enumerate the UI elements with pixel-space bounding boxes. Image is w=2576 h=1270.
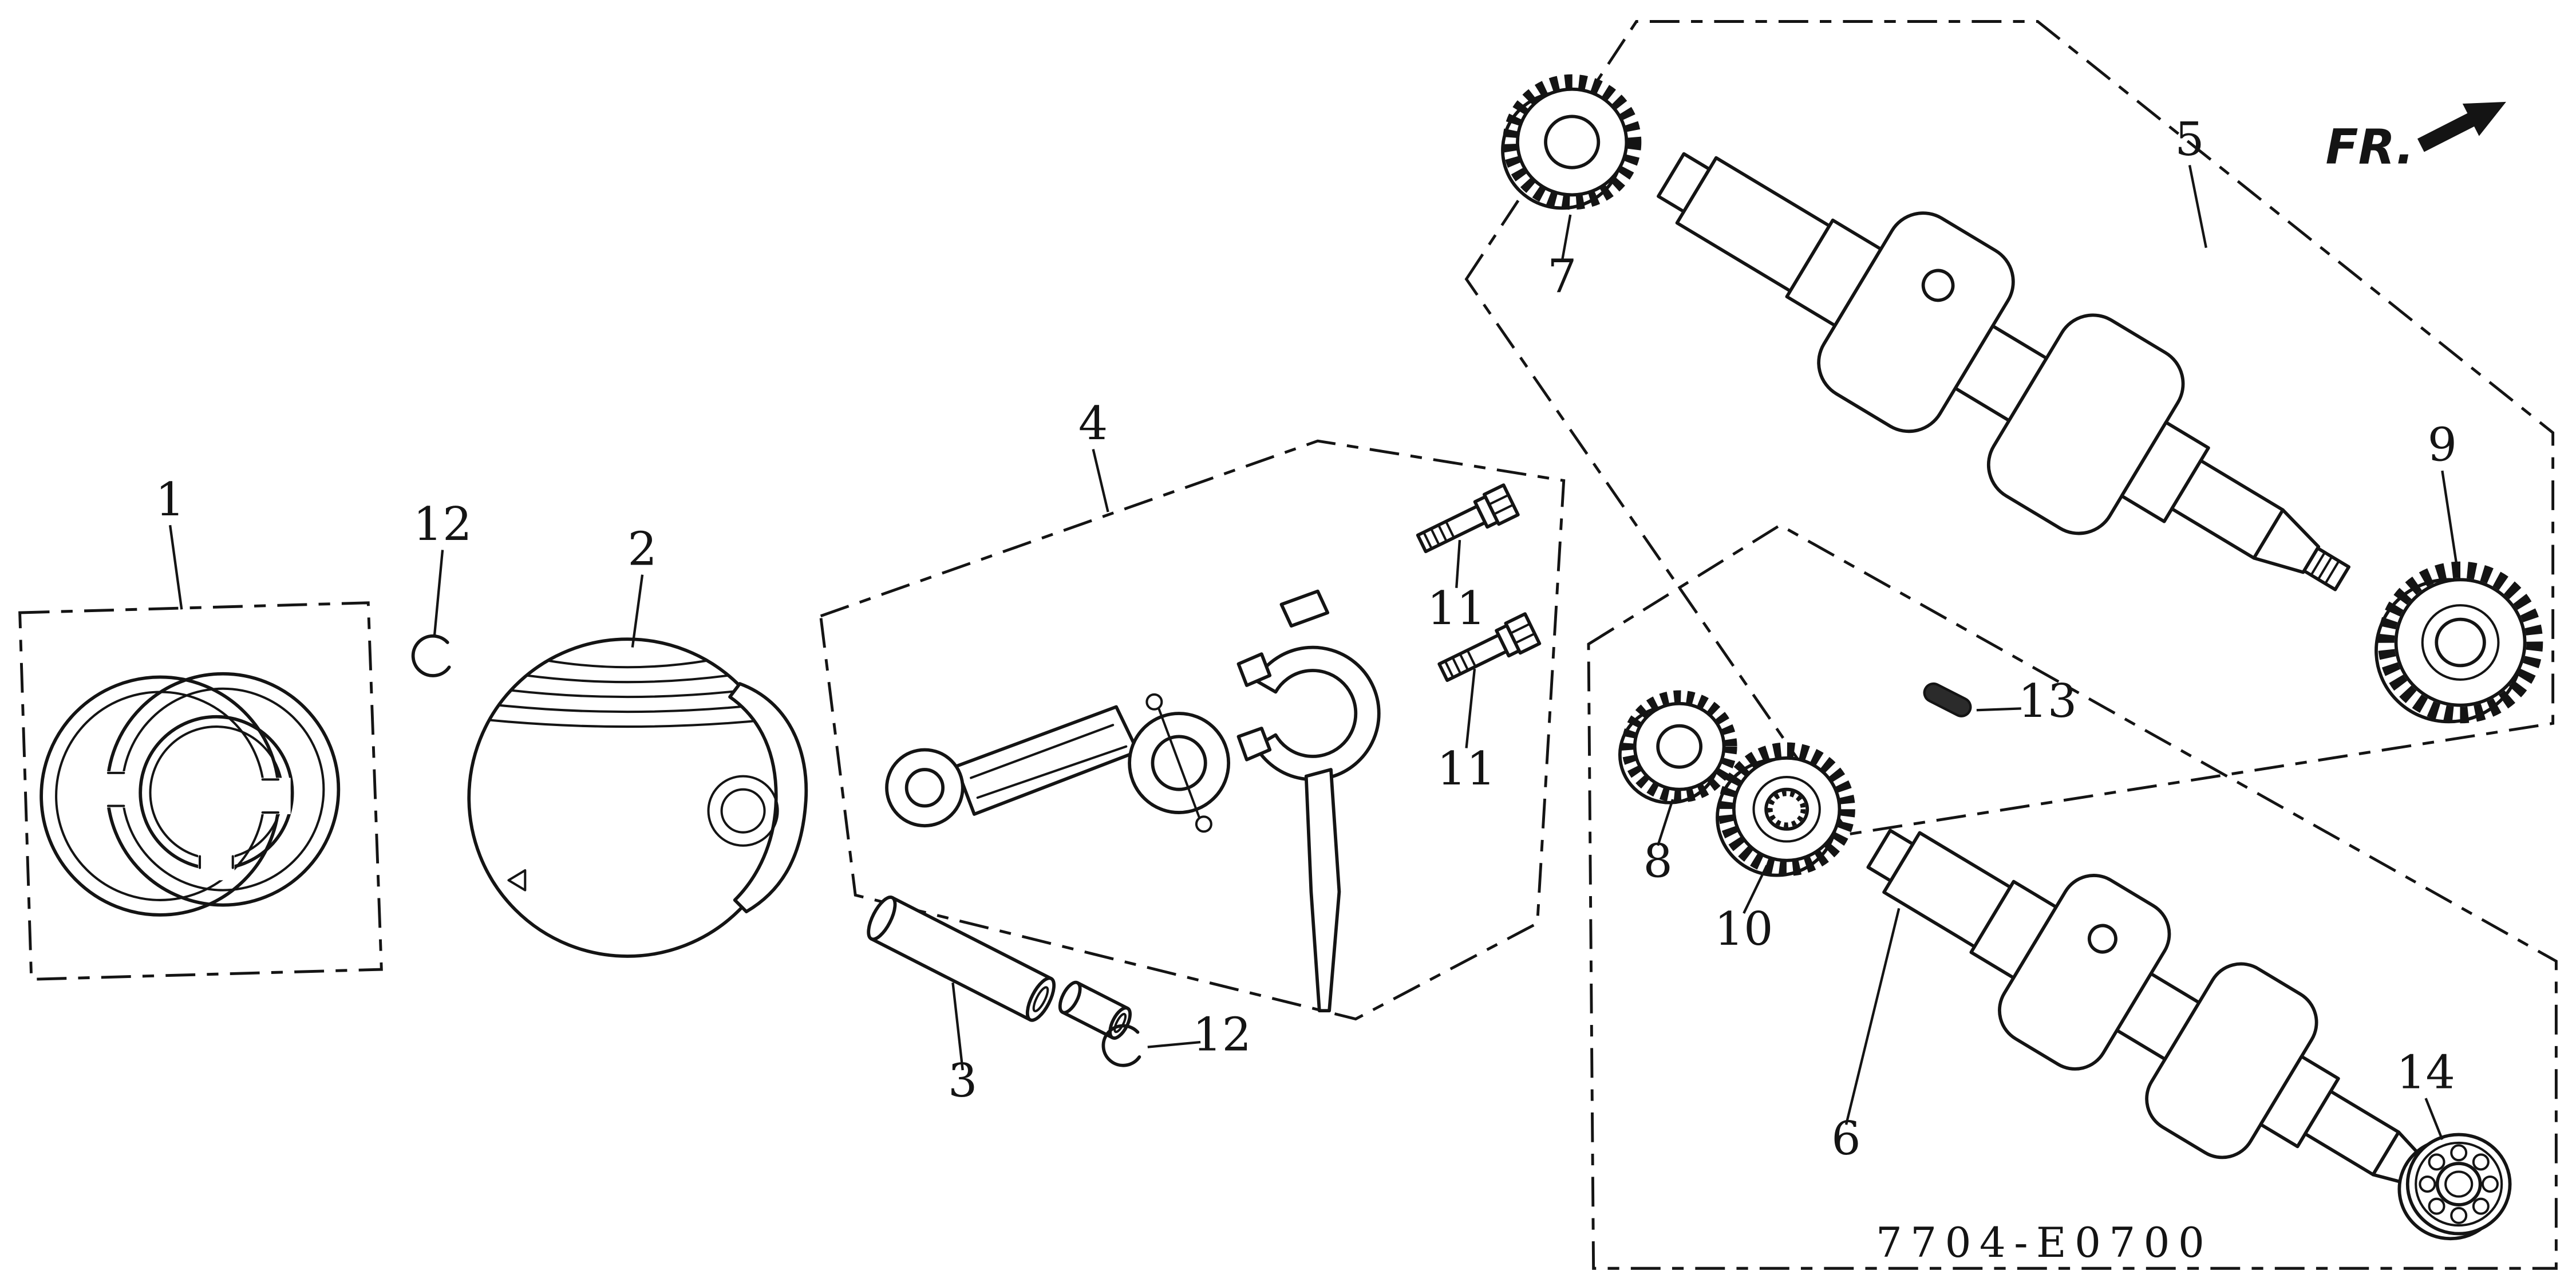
crankshaft-upper-box (1464, 20, 2555, 836)
leader-line (1844, 908, 1901, 1125)
leader-line (2188, 165, 2207, 249)
connecting-rod-box (819, 439, 1566, 1021)
fr-direction-marker: FR. (2325, 101, 2506, 175)
bolt-lower-drawing (1437, 612, 1542, 683)
rod-bearing-cap-drawing (1236, 589, 1381, 1013)
leader-line (1976, 707, 2021, 712)
circlip-left-drawing (411, 634, 451, 677)
leader-line (1465, 668, 1476, 748)
pin-bushing-drawing (1058, 980, 1132, 1040)
callout-13-label: 13 (2018, 675, 2077, 728)
leader-line (1455, 540, 1461, 588)
callout-9-label: 9 (2428, 419, 2457, 472)
piston-orientation-mark (507, 869, 527, 892)
callout-12-right-label: 12 (1192, 1008, 1251, 1062)
leader-line (433, 550, 444, 638)
connecting-rod-drawing (885, 693, 1231, 833)
piston-pin-drawing (867, 896, 1056, 1022)
leader-line (951, 982, 964, 1071)
leader-line (2424, 1098, 2444, 1140)
circlip-right-drawing (1101, 1024, 1141, 1067)
callout-8-label: 8 (1643, 835, 1672, 889)
ball-bearing-drawing (2397, 1133, 2512, 1241)
callout-1-label: 1 (155, 473, 184, 527)
callout-4-label: 4 (1078, 397, 1108, 451)
piston-rings-drawing (39, 672, 341, 917)
leader-line (1743, 865, 1768, 914)
callout-10-label: 10 (1714, 902, 1773, 956)
leader-line (1092, 449, 1109, 512)
callout-6-label: 6 (1831, 1112, 1860, 1166)
callout-11-upper-label: 11 (1427, 582, 1486, 636)
fr-arrow-icon (2417, 101, 2506, 152)
driven-gear-drawing (2374, 561, 2543, 724)
crankshaft-lower-drawing (1866, 829, 2456, 1202)
crankshaft-lower-box (1587, 523, 2558, 1270)
callout-5-label: 5 (2175, 113, 2204, 167)
piston-drawing (467, 637, 808, 958)
piston-rings-box (18, 601, 383, 981)
callout-7-label: 7 (1547, 250, 1577, 304)
bolt-upper-drawing (1416, 483, 1520, 554)
callout-12-left-label: 12 (413, 498, 472, 551)
leader-line (631, 574, 644, 648)
callout-3-label: 3 (948, 1054, 977, 1108)
leader-line (1560, 214, 1572, 262)
leader-line (168, 524, 183, 610)
diagram-code: 7704-E0700 (1876, 1219, 2212, 1267)
callout-11-lower-label: 11 (1437, 742, 1496, 796)
fr-label: FR. (2325, 119, 2414, 175)
gear-8-drawing (1618, 690, 1737, 804)
callout-2-label: 2 (627, 522, 657, 576)
leader-line (2441, 470, 2459, 569)
leader-line (1147, 1040, 1201, 1048)
leader-line (1657, 799, 1674, 846)
timing-gear-upper-drawing (1501, 74, 1642, 210)
crankshaft-upper-drawing (1657, 152, 2351, 591)
woodruff-key-drawing (1923, 682, 1972, 717)
gear-10-drawing (1716, 742, 1855, 877)
callout-14-label: 14 (2396, 1046, 2455, 1100)
